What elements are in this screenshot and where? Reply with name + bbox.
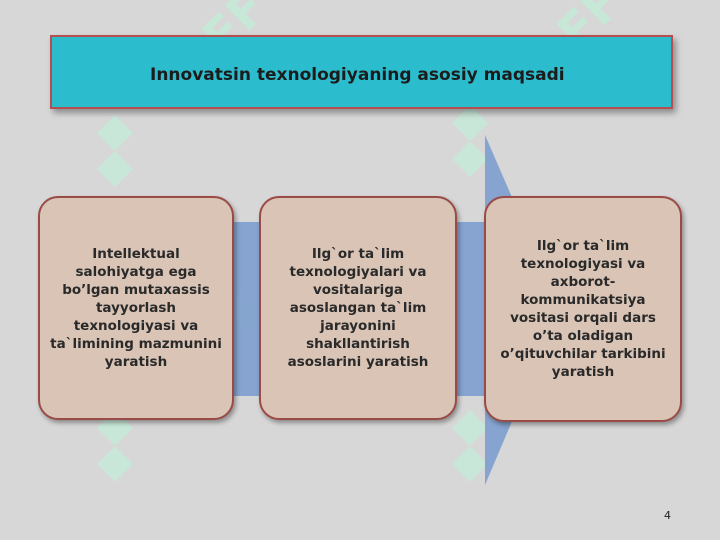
goal-box-3: Ilg`or ta`lim texnologiyasi va axborot-k… (484, 196, 682, 422)
page-number: 4 (664, 509, 671, 522)
goal-text-3: Ilg`or ta`lim texnologiyasi va axborot-k… (500, 238, 666, 380)
title-banner: Innovatsin texnologiyaning asosiy maqsad… (50, 35, 673, 109)
goal-text-2: Ilg`or ta`lim texnologiyalari va vosital… (287, 246, 429, 370)
goal-box-2: Ilg`or ta`lim texnologiyalari va vosital… (259, 196, 457, 420)
goal-box-1: Intellektual salohiyatga ega bo’lgan mut… (38, 196, 234, 420)
goal-text-1: Intellektual salohiyatga ega bo’lgan mut… (50, 246, 222, 370)
slide-title: Innovatsin texnologiyaning asosiy maqsad… (150, 65, 565, 85)
